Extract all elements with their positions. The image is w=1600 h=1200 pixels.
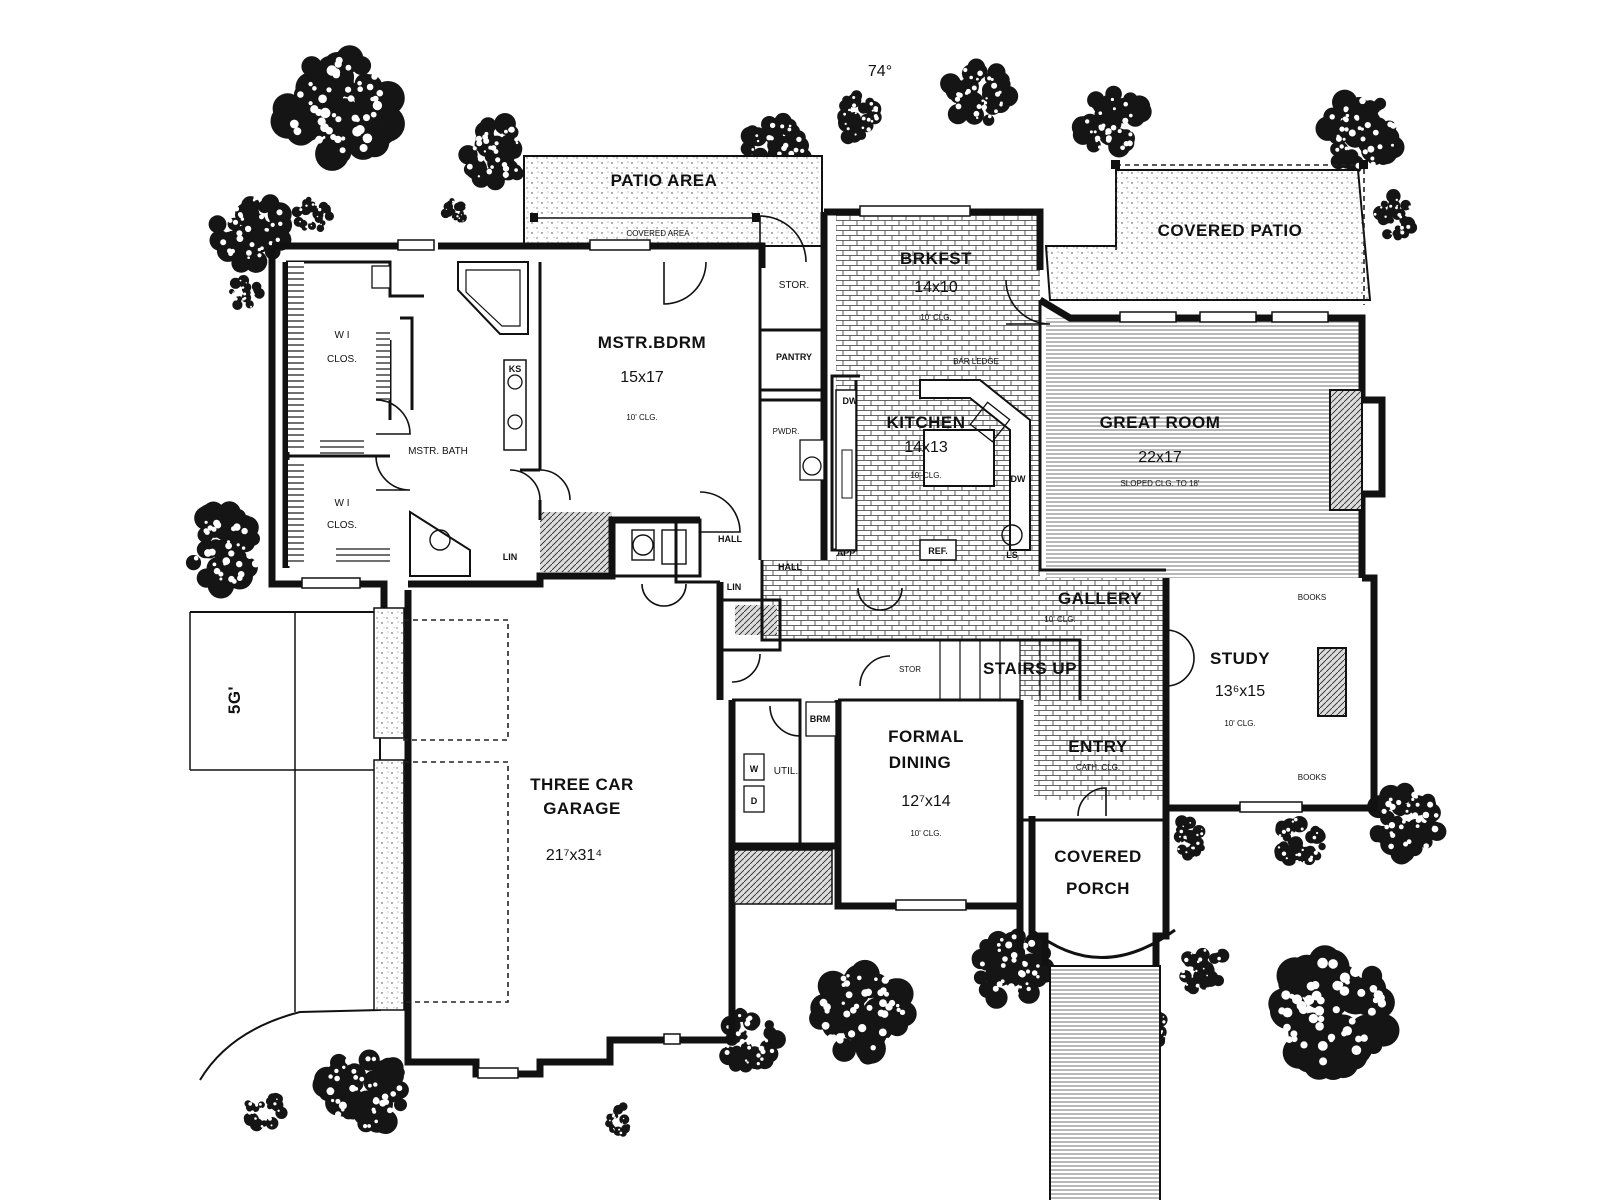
formal-dining-label-line1: FORMAL (888, 727, 964, 746)
doors (375, 215, 1195, 817)
great-room-dim: 22x17 (1138, 449, 1182, 466)
tree-icon (1274, 816, 1326, 866)
room-labels: 74° PATIO AREA COVERED AREA COVERED PATI… (225, 63, 1326, 898)
formal-dining-label-line2: DINING (889, 753, 952, 772)
mstr-bdrm-note: 10' CLG. (626, 413, 657, 422)
garage-label-line2: GARAGE (543, 799, 621, 818)
pwdr-label: PWDR. (773, 427, 800, 436)
brkfst-dim: 14x10 (914, 279, 958, 296)
stairs-label: STAIRS UP (983, 659, 1077, 678)
covered-porch-label-line2: PORCH (1066, 879, 1130, 898)
fixtures (288, 205, 1363, 1079)
tree-icon (312, 1049, 409, 1134)
ref-label: REF. (928, 546, 948, 556)
covered-patio-label: COVERED PATIO (1158, 221, 1303, 240)
ls-label: LS (1006, 550, 1018, 560)
side-note: 5G' (225, 686, 244, 714)
study-label: STUDY (1210, 649, 1270, 668)
tree-icon (1367, 782, 1447, 865)
util-label: UTIL. (774, 766, 798, 777)
mstr-bdrm-dim: 15x17 (620, 369, 664, 386)
tree-icon (1071, 85, 1152, 158)
tree-icon (1373, 189, 1418, 241)
gallery-label: GALLERY (1058, 589, 1142, 608)
entry-label: ENTRY (1068, 737, 1128, 756)
kitchen-dim: 14x13 (904, 439, 948, 456)
lin-2-label: LIN (727, 582, 742, 592)
gallery-note: 10' CLG. (1044, 615, 1075, 624)
covered-porch-label-line1: COVERED (1054, 847, 1142, 866)
compass-note: 74° (868, 63, 892, 80)
bar-ledge-label: BAR LEDGE (953, 357, 999, 366)
floor-fills (540, 212, 1362, 800)
tree-icon (719, 1007, 786, 1073)
tree-icon (440, 198, 471, 225)
study-dim: 13⁶x15 (1215, 683, 1265, 700)
covered-patio (1044, 160, 1372, 305)
tree-icon (208, 194, 293, 273)
interior-walls (286, 260, 1166, 846)
tree-icon (458, 113, 524, 191)
tree-icon (1170, 815, 1206, 861)
stor-label: STOR. (779, 280, 809, 291)
tree-icon (809, 959, 917, 1065)
study-note: 10' CLG. (1224, 719, 1255, 728)
covered-area-note: COVERED AREA (626, 229, 690, 238)
dw-label: DW (843, 396, 858, 406)
mstr-bath-label: MSTR. BATH (408, 446, 468, 457)
tree-icon (229, 275, 265, 310)
wi-clos-2-label-line2: CLOS. (327, 520, 357, 531)
formal-dining-note: 10' CLG. (910, 829, 941, 838)
books-2-label: BOOKS (1298, 773, 1326, 782)
tree-icon (1268, 945, 1400, 1080)
tree-icon (270, 45, 405, 171)
tree-icon (185, 501, 262, 599)
entry-note: CATH. CLG. (1076, 763, 1120, 772)
landscaping (185, 45, 1447, 1137)
books-1-label: BOOKS (1298, 593, 1326, 602)
ks-label: KS (509, 364, 522, 374)
tree-icon (971, 928, 1056, 1009)
wi-clos-2-label-line1: W I (335, 498, 350, 509)
hall-2-label: HALL (778, 562, 802, 572)
mstr-bdrm-label: MSTR.BDRM (598, 333, 706, 352)
wi-clos-1-label-line2: CLOS. (327, 354, 357, 365)
brm-label: BRM (810, 714, 831, 724)
garage-dim: 21⁷x31⁴ (546, 847, 602, 864)
tree-icon (940, 58, 1019, 126)
lin-1-label: LIN (503, 552, 518, 562)
great-room-label: GREAT ROOM (1100, 413, 1221, 432)
washer-label: W (750, 764, 759, 774)
pantry-label: PANTRY (776, 352, 812, 362)
tree-icon (837, 90, 882, 145)
garage-label-line1: THREE CAR (530, 775, 634, 794)
kitchen-label: KITCHEN (886, 413, 965, 432)
brkfst-note: 10' CLG. (920, 313, 951, 322)
tree-icon (1315, 89, 1405, 174)
dryer-label: D (751, 796, 758, 806)
app-label: APP (837, 548, 856, 558)
formal-dining-dim: 12⁷x14 (901, 793, 950, 810)
driveway (189, 611, 381, 1081)
tree-icon (291, 196, 334, 232)
kitchen-note: 10' CLG. (910, 471, 941, 480)
front-walk (1031, 928, 1176, 1200)
brkfst-label: BRKFST (900, 249, 972, 268)
dw-2-label: DW (1011, 474, 1026, 484)
patio-area-label: PATIO AREA (611, 171, 718, 190)
stor-2-label: STOR (899, 665, 921, 674)
tree-icon (605, 1102, 631, 1137)
hall-1-label: HALL (718, 534, 742, 544)
wi-clos-1-label-line1: W I (335, 330, 350, 341)
tree-icon (1179, 946, 1230, 995)
tree-icon (243, 1092, 288, 1132)
great-room-note: SLOPED CLG. TO 18' (1120, 479, 1200, 488)
